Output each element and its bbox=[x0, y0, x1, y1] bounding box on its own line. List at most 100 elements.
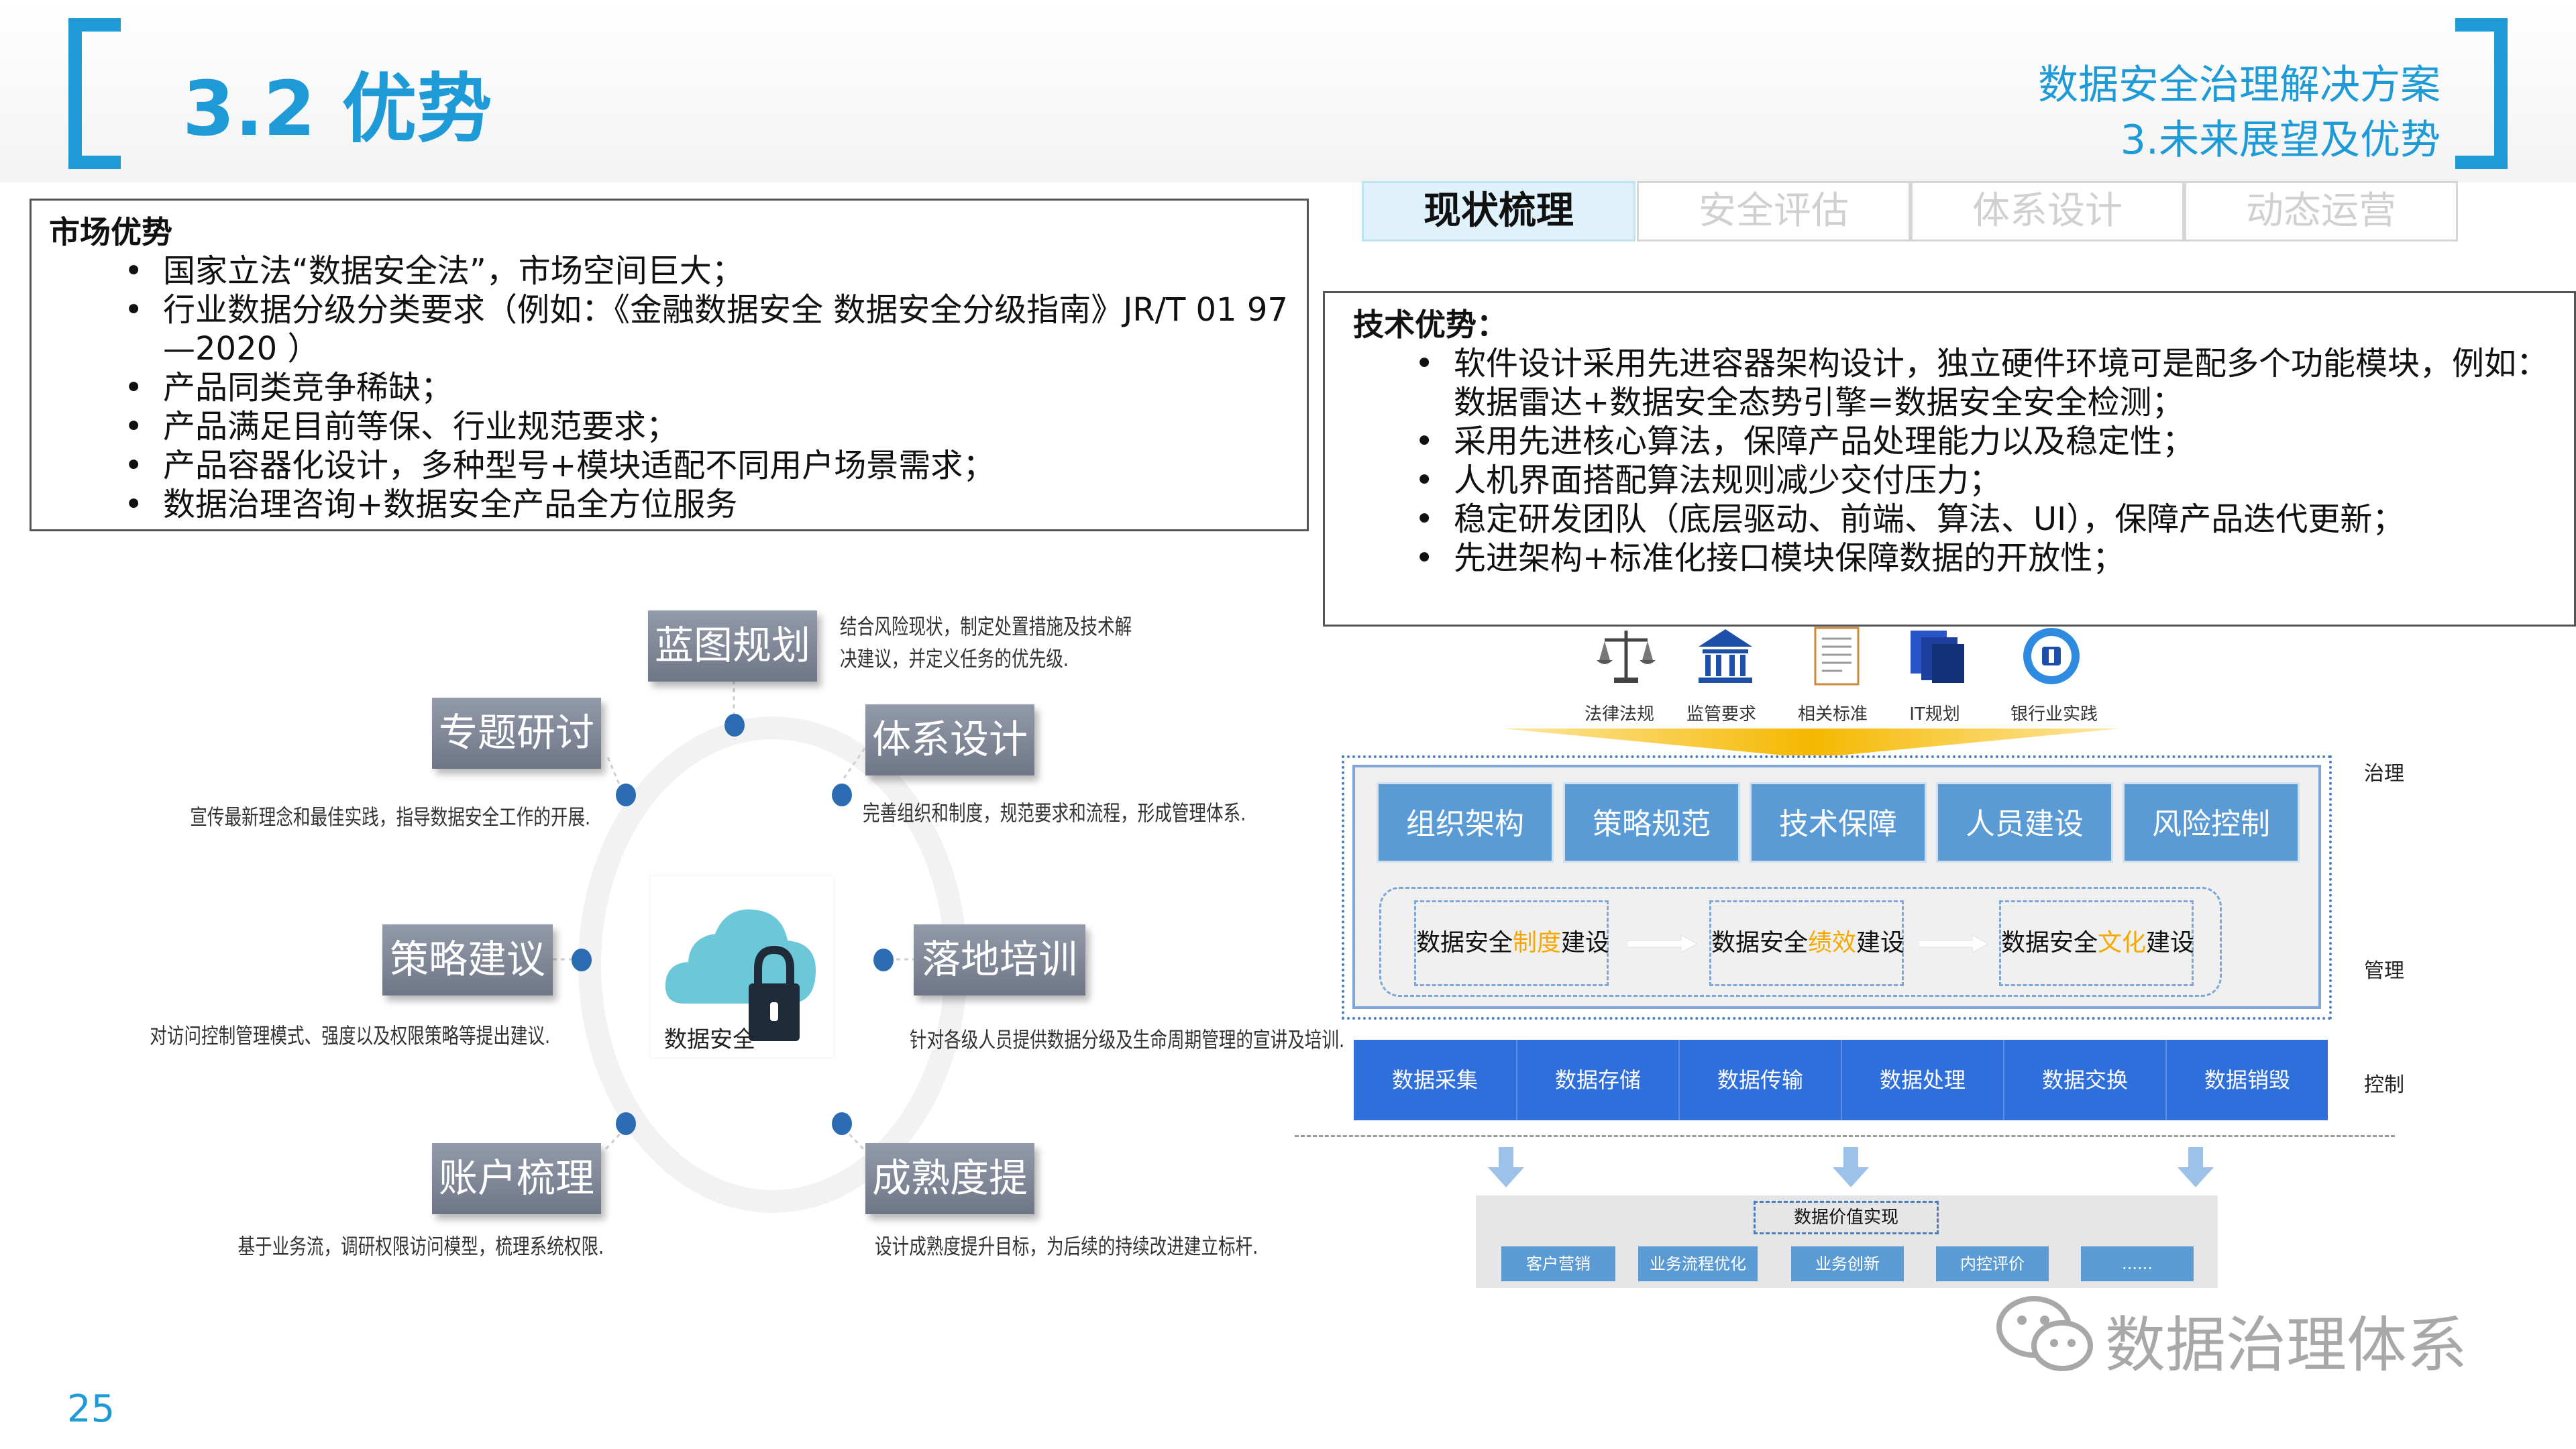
mgmt-text: 建设 bbox=[2146, 929, 2195, 957]
watermark-text: 数据治理体系 bbox=[2105, 1310, 2467, 1381]
source-label-bank-practice: 银行业实践 bbox=[2010, 704, 2098, 724]
cycle-dot bbox=[616, 784, 636, 806]
market-heading: 市场优势 bbox=[49, 214, 172, 250]
mgmt-box-policy-building: 数据安全制度建设 bbox=[1414, 900, 1609, 986]
tech-list: 软件设计采用先进容器架构设计，独立硬件环境可是配多个功能模块，例如：数据雷达+数… bbox=[1415, 344, 2559, 578]
bracket-left-decoration bbox=[68, 18, 121, 169]
ctrl-box-collection: 数据采集 bbox=[1354, 1040, 1516, 1120]
ctrl-box-transmission: 数据传输 bbox=[1678, 1040, 1841, 1120]
wechat-icon bbox=[1996, 1296, 2093, 1371]
ctrl-box-storage: 数据存储 bbox=[1516, 1040, 1678, 1120]
gov-box-organization: 组织架构 bbox=[1377, 782, 1554, 863]
mgmt-highlight: 制度 bbox=[1513, 929, 1562, 957]
header-subtitle-line2: 3.未来展望及优势 bbox=[2120, 117, 2440, 164]
cycle-desc-account-review: 基于业务流，调研权限访问模型，梳理系统权限. bbox=[237, 1234, 604, 1259]
value-box-internal-control: 内控评价 bbox=[1936, 1246, 2049, 1281]
data-security-label: 数据安全 bbox=[664, 1026, 755, 1053]
management-dashed-frame bbox=[1379, 887, 2222, 997]
data-security-tile bbox=[651, 876, 833, 1057]
cycle-desc-training: 针对各级人员提供数据分级及生命周期管理的宣讲及培训. bbox=[910, 1027, 1345, 1053]
mgmt-text: 建设 bbox=[1856, 929, 1905, 957]
cycle-dot bbox=[724, 714, 745, 737]
tech-heading: 技术优势： bbox=[1353, 307, 1507, 343]
pages-icon bbox=[1911, 631, 1964, 683]
right-arrow-icon bbox=[1627, 934, 1697, 953]
tech-advantages-box: 技术优势： 软件设计采用先进容器架构设计，独立硬件环境可是配多个功能模块，例如：… bbox=[1323, 291, 2576, 627]
cycle-node-topic-seminar: 专题研讨 bbox=[432, 698, 601, 769]
bank-icon bbox=[1699, 629, 1752, 683]
cycle-dot bbox=[832, 784, 852, 806]
cycle-node-training: 落地培训 bbox=[914, 924, 1085, 996]
mgmt-highlight: 绩效 bbox=[1808, 929, 1857, 957]
bracket-right-decoration bbox=[2455, 18, 2508, 169]
mgmt-text: 数据安全 bbox=[1711, 929, 1809, 957]
tab-security-assessment[interactable]: 安全评估 bbox=[1637, 181, 1911, 241]
cycle-node-system-design: 体系设计 bbox=[865, 704, 1034, 775]
page-number: 25 bbox=[67, 1387, 115, 1431]
gov-box-policy: 策略规范 bbox=[1563, 782, 1740, 863]
scales-icon bbox=[1597, 631, 1656, 683]
mgmt-highlight: 文化 bbox=[2098, 929, 2147, 957]
side-label-governance: 治理 bbox=[2364, 762, 2404, 786]
cycle-desc-line: 结合风险现状，制定处置措施及技术解 bbox=[840, 614, 1132, 639]
gov-box-risk-control: 风险控制 bbox=[2123, 782, 2300, 863]
document-icon bbox=[1814, 627, 1860, 686]
tech-item: 稳定研发团队（底层驱动、前端、算法、UI），保障产品迭代更新； bbox=[1415, 500, 2559, 539]
market-advantages-box: 市场优势 国家立法“数据安全法”，市场空间巨大； 行业数据分级分类要求（例如：《… bbox=[30, 199, 1309, 531]
header-band bbox=[0, 0, 2576, 182]
value-box-more: ...... bbox=[2081, 1246, 2194, 1281]
mgmt-text: 数据安全 bbox=[1416, 929, 1513, 957]
cycle-dot bbox=[873, 949, 894, 971]
tab-dynamic-operation[interactable]: 动态运营 bbox=[2184, 181, 2458, 241]
value-realization-title: 数据价值实现 bbox=[1754, 1201, 1939, 1234]
market-item: 产品满足目前等保、行业规范要求； bbox=[124, 407, 1292, 446]
market-item: 产品容器化设计，多种型号+模块适配不同用户场景需求； bbox=[124, 446, 1292, 485]
mgmt-box-performance-building: 数据安全绩效建设 bbox=[1709, 900, 1904, 986]
market-item: 国家立法“数据安全法”，市场空间巨大； bbox=[124, 252, 1292, 290]
cycle-node-strategy-advice: 策略建议 bbox=[382, 924, 553, 996]
cycle-desc-line: 决建议，并定义任务的优先级. bbox=[840, 646, 1069, 672]
tech-item: 人机界面搭配算法规则减少交付压力； bbox=[1415, 461, 2559, 500]
mgmt-text: 数据安全 bbox=[2001, 929, 2098, 957]
source-label-regulation: 监管要求 bbox=[1686, 704, 1756, 724]
ctrl-box-exchange: 数据交换 bbox=[2003, 1040, 2165, 1120]
tech-item: 采用先进核心算法，保障产品处理能力以及稳定性； bbox=[1415, 422, 2559, 461]
cycle-desc-blueprint: 结合风险现状，制定处置措施及技术解决建议，并定义任务的优先级. bbox=[840, 610, 1132, 675]
tab-system-design[interactable]: 体系设计 bbox=[1911, 181, 2184, 241]
cycle-node-maturity: 成熟度提升 bbox=[865, 1143, 1034, 1271]
dashed-separator bbox=[1295, 1135, 2395, 1137]
cycle-node-blueprint: 蓝图规划 bbox=[648, 610, 817, 682]
cycle-desc-system-design: 完善组织和制度，规范要求和流程，形成管理体系. bbox=[863, 800, 1246, 826]
value-box-process-optimization: 业务流程优化 bbox=[1638, 1246, 1758, 1281]
tech-item: 先进架构+标准化接口模块保障数据的开放性； bbox=[1415, 539, 2559, 578]
value-box-business-innovation: 业务创新 bbox=[1791, 1246, 1904, 1281]
cloud-lock-icon bbox=[665, 909, 816, 1041]
down-arrow-icon bbox=[2178, 1147, 2214, 1187]
market-list: 国家立法“数据安全法”，市场空间巨大； 行业数据分级分类要求（例如：《金融数据安… bbox=[124, 252, 1292, 524]
cycle-dot bbox=[832, 1112, 852, 1135]
cycle-desc-topic-seminar: 宣传最新理念和最佳实践，指导数据安全工作的开展. bbox=[190, 804, 590, 830]
side-label-management: 管理 bbox=[2364, 959, 2404, 983]
value-box-customer-marketing: 客户营销 bbox=[1501, 1246, 1615, 1281]
right-arrow-icon bbox=[1919, 934, 1988, 953]
tech-item: 软件设计采用先进容器架构设计，独立硬件环境可是配多个功能模块，例如：数据雷达+数… bbox=[1415, 344, 2559, 422]
mgmt-box-culture-building: 数据安全文化建设 bbox=[1999, 900, 2194, 986]
cycle-dot bbox=[572, 949, 592, 971]
source-label-standards: 相关标准 bbox=[1797, 704, 1868, 724]
funnel-arrow bbox=[1503, 729, 2120, 757]
page-title: 3.2 优势 bbox=[182, 66, 492, 153]
gov-box-tech-support: 技术保障 bbox=[1750, 782, 1927, 863]
market-item: 产品同类竞争稀缺； bbox=[124, 368, 1292, 407]
ctrl-box-destruction: 数据销毁 bbox=[2165, 1040, 2328, 1120]
ctrl-box-processing: 数据处理 bbox=[1841, 1040, 2003, 1120]
mgmt-text: 建设 bbox=[1561, 929, 1610, 957]
market-item: 行业数据分级分类要求（例如：《金融数据安全 数据安全分级指南》JR/T 01 9… bbox=[124, 290, 1292, 368]
source-label-it-plan: IT规划 bbox=[1909, 704, 1960, 724]
tab-current-status[interactable]: 现状梳理 bbox=[1362, 181, 1635, 241]
cycle-node-account-review: 账户梳理 bbox=[432, 1143, 601, 1214]
header-subtitle-line1: 数据安全治理解决方案 bbox=[2038, 62, 2440, 109]
cycle-dot bbox=[616, 1112, 636, 1135]
cycle-desc-maturity: 设计成熟度提升目标，为后续的持续改进建立标杆. bbox=[875, 1234, 1258, 1259]
down-arrow-icon bbox=[1488, 1147, 1524, 1187]
